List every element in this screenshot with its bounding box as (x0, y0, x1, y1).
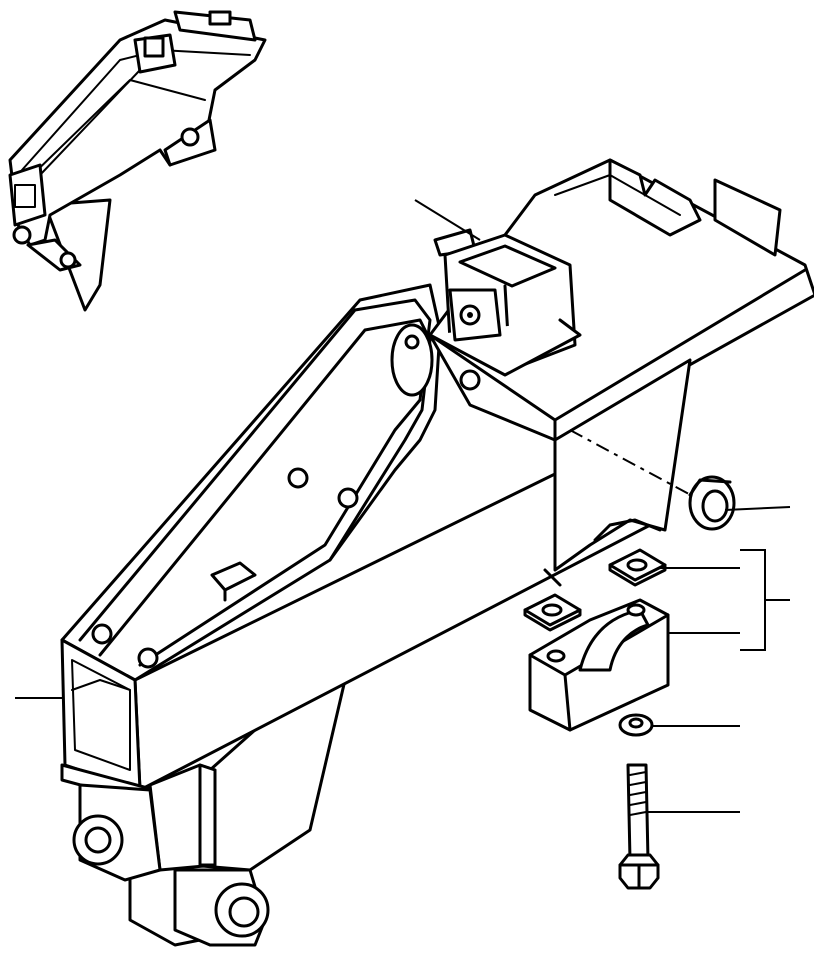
arm-top-surface (60, 283, 442, 682)
shim-upper (608, 548, 667, 587)
callout-leader-bushing (724, 506, 791, 511)
assembly-centerline (569, 429, 701, 501)
callout-leaders (15, 199, 791, 813)
inset-overview-thumbnail (8, 10, 267, 312)
bearing-cap (528, 598, 670, 732)
top-platform-plate (428, 158, 814, 442)
arm-bolt-1 (287, 467, 309, 489)
main-frame-assembly (60, 158, 814, 947)
shoulder-pivot-eye (390, 323, 434, 397)
arm-bolt-2 (337, 487, 359, 509)
arm-bolt-4 (137, 647, 159, 669)
washer (618, 713, 654, 737)
shim-lower (523, 593, 582, 632)
callout-bracket-group (740, 549, 790, 651)
bushing (688, 475, 736, 531)
arm-bolt-3 (91, 623, 113, 645)
callout-leader-top-bracket (414, 199, 481, 241)
bolt (618, 763, 660, 890)
